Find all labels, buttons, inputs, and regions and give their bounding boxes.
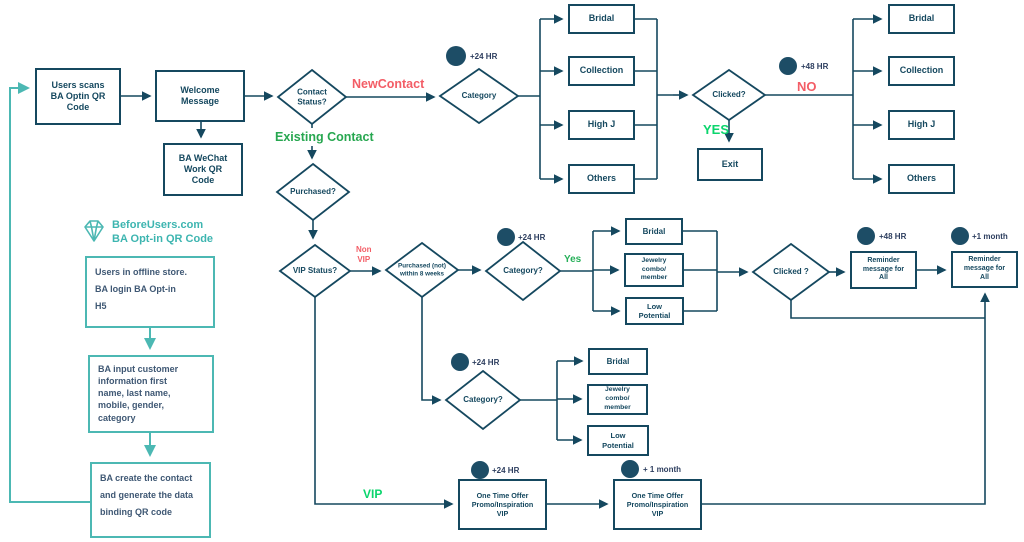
node-bridal-1: Bridal [568, 4, 635, 34]
node-low-potential-low: Low Potential [587, 425, 649, 456]
edge-label-new-contact: NewContact [352, 77, 425, 91]
teal-step-2: BA input customer information first name… [88, 355, 214, 433]
node-others-1: Others [568, 164, 635, 194]
teal-step-1: Users in offline store. BA login BA Opt-… [85, 256, 215, 328]
decision-category-low: Category? [463, 395, 503, 405]
decision-purchased-8weeks: Purchased (not) within 8 weeks [398, 262, 446, 277]
brand-line2: BA Opt-in QR Code [112, 233, 214, 246]
timer-category-mid: +24 HR [518, 233, 546, 242]
node-collection-2: Collection [888, 56, 955, 86]
timer-reminder-1: +48 HR [879, 232, 907, 241]
node-welcome-message: Welcome Message [155, 70, 245, 122]
edge-label-non-vip: Non VIP [356, 245, 372, 264]
edge-label-no-top: NO [797, 79, 817, 94]
teal-step-3: BA create the contact and generate the d… [90, 462, 211, 538]
timer-no-branch: +48 HR [801, 62, 829, 71]
node-high-j-1: High J [568, 110, 635, 140]
node-high-j-2: High J [888, 110, 955, 140]
brand-line1: BeforeUsers.com [112, 219, 204, 231]
edge-label-yes-top: YES [703, 122, 730, 137]
node-ba-wechat-work-qr: BA WeChat Work QR Code [163, 143, 243, 196]
node-bridal-2: Bridal [888, 4, 955, 34]
node-others-2: Others [888, 164, 955, 194]
edge-label-existing-contact: Existing Contact [270, 128, 379, 146]
timer-reminder-2: +1 month [972, 232, 1008, 241]
node-low-potential-mid: Low Potential [625, 297, 684, 325]
decision-category-top: Category [461, 91, 497, 101]
node-jewelry-mid: Jewelry combo/ member [624, 253, 684, 287]
decision-vip-status: VIP Status? [292, 266, 338, 276]
brand-title: BeforeUsers.com BA Opt-in QR Code [112, 218, 213, 247]
node-jewelry-low: Jewelry combo/ member [587, 384, 648, 415]
node-bridal-mid: Bridal [625, 218, 683, 245]
node-reminder-message-2: Reminder message for All [951, 251, 1018, 288]
gem-icon [80, 218, 108, 244]
node-one-time-offer-1: One Time Offer Promo/Inspiration VIP [458, 479, 547, 530]
decision-contact-status: Contact Status? [297, 87, 327, 106]
decision-clicked-mid: Clicked ? [773, 267, 809, 277]
node-users-scan: Users scans BA Optin QR Code [35, 68, 121, 125]
edge-label-vip: VIP [363, 487, 383, 501]
node-bridal-low: Bridal [588, 348, 648, 375]
node-one-time-offer-2: One Time Offer Promo/Inspiration VIP [613, 479, 702, 530]
timer-offer-2: + 1 month [643, 465, 682, 474]
timer-category-top: +24 HR [470, 52, 498, 61]
node-exit: Exit [697, 148, 763, 181]
timer-offer-1: +24 HR [492, 466, 520, 475]
decision-clicked-top: Clicked? [712, 90, 746, 100]
node-reminder-message-1: Reminder message for All [850, 251, 917, 289]
edge-label-yes-mid: Yes [564, 254, 582, 265]
decision-category-mid: Category? [503, 266, 543, 276]
decision-purchased: Purchased? [290, 187, 336, 197]
timer-category-low: +24 HR [472, 358, 500, 367]
node-collection-1: Collection [568, 56, 635, 86]
